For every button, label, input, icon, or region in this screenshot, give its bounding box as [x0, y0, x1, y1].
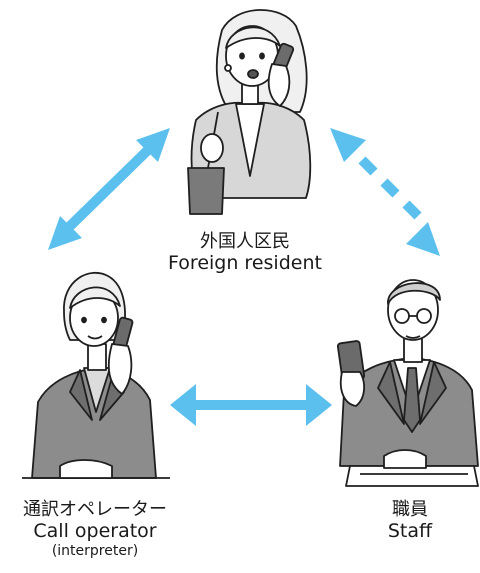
operator-figure — [22, 271, 170, 479]
staff-label-ja: 職員 — [392, 499, 428, 520]
operator-label-en: Call operator — [33, 519, 157, 542]
resident-label-en: Foreign resident — [168, 251, 322, 274]
arrow-operator-staff — [170, 384, 332, 426]
operator-label-ja: 通訳オペレーター — [23, 499, 167, 520]
arrow-resident-operator — [48, 128, 170, 250]
resident-label-ja: 外国人区民 — [200, 231, 290, 252]
resident-figure — [187, 9, 312, 215]
arrow-resident-staff-dashed — [330, 128, 440, 256]
operator-label-note: (interpreter) — [51, 542, 139, 559]
operator-label: 通訳オペレーター Call operator (interpreter) — [0, 499, 190, 559]
staff-label-en: Staff — [387, 519, 433, 542]
staff-label: 職員 Staff — [350, 499, 470, 543]
staff-figure — [336, 279, 479, 487]
resident-label: 外国人区民 Foreign resident — [140, 231, 350, 275]
